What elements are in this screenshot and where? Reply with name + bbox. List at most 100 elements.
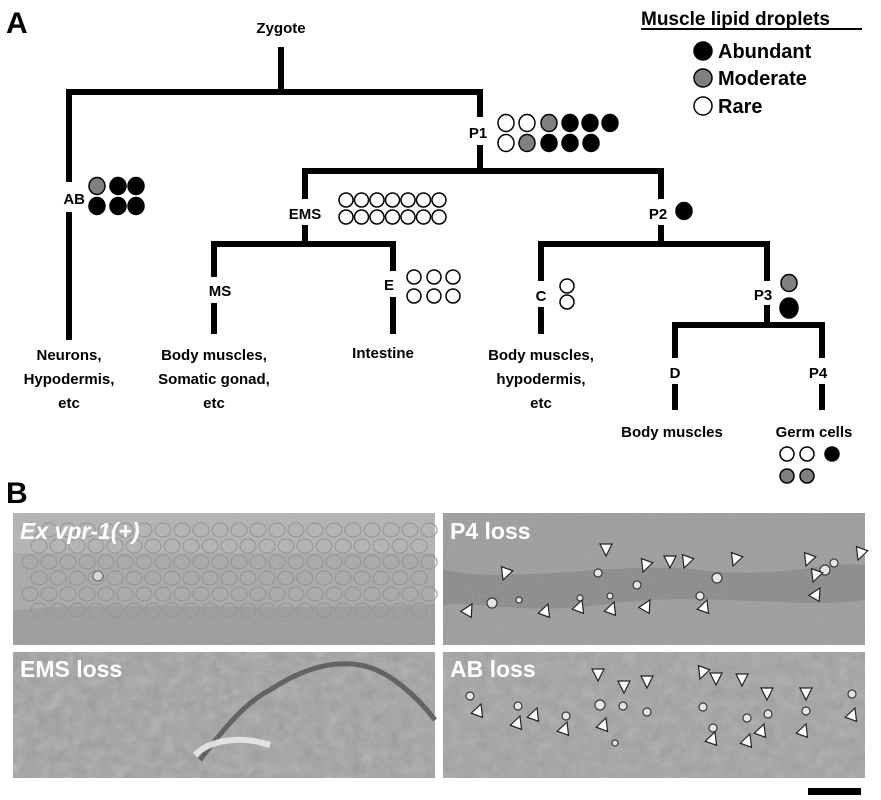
- moderate-droplet: [780, 273, 798, 293]
- legend-item-abundant: Abundant: [693, 41, 812, 63]
- p1-stem-bottom: [477, 145, 483, 173]
- micrograph-ems-loss: EMS loss: [13, 652, 437, 778]
- micrograph-ems-label: EMS loss: [20, 656, 122, 682]
- droplet-arrowhead: [803, 551, 817, 568]
- fate-c-line-2: hypodermis,: [496, 371, 585, 388]
- rare-droplet: [406, 288, 422, 304]
- lipid-droplet: [698, 702, 708, 712]
- rare-droplet: [779, 446, 795, 462]
- droplet-arrowhead: [470, 702, 484, 719]
- arrowhead-shape: [730, 551, 744, 568]
- fate-d-line-1: Body muscles: [621, 424, 723, 441]
- abundant-droplet: [675, 201, 693, 221]
- abundant-droplet: [582, 133, 600, 153]
- rare-droplet: [400, 192, 416, 208]
- droplet-arrowhead: [709, 672, 723, 687]
- arrowhead-shape: [760, 687, 774, 702]
- droplet-arrowhead: [807, 586, 821, 603]
- fate-p4-line-1: Germ cells: [776, 424, 853, 441]
- droplet-arrowhead: [799, 687, 813, 702]
- rare-droplet: [426, 269, 442, 285]
- arrowhead-shape: [795, 722, 809, 739]
- lipid-droplet: [829, 558, 839, 568]
- moderate-droplet: [88, 176, 106, 196]
- arrowhead-shape: [681, 553, 695, 570]
- micrograph-ab-loss: AB loss: [443, 652, 865, 778]
- p2-stem-bottom: [658, 225, 664, 247]
- rare-droplet: [518, 113, 536, 133]
- ems-stem-top: [302, 168, 308, 199]
- lipid-droplet: [618, 701, 628, 711]
- droplet-arrowhead: [855, 545, 869, 562]
- p2-bar: [538, 241, 770, 247]
- rare-droplet: [338, 192, 354, 208]
- moderate-droplet: [799, 468, 815, 484]
- d-stem-top: [672, 322, 678, 358]
- droplet-arrowhead: [697, 664, 711, 681]
- abundant-droplet: [581, 113, 599, 133]
- abundant-droplet: [601, 113, 619, 133]
- rare-droplet: [415, 209, 432, 225]
- moderate-droplet: [540, 113, 558, 133]
- droplet-arrowhead: [637, 598, 651, 615]
- droplets-ab: [88, 176, 145, 216]
- droplet-arrowhead: [696, 598, 710, 615]
- d-stem-bottom: [672, 384, 678, 410]
- ms-stem-bottom: [211, 303, 217, 334]
- rare-droplet: [799, 446, 815, 462]
- fate-ms-line-2: Somatic gonad,: [158, 371, 270, 388]
- rare-droplet: [400, 209, 416, 225]
- arrowhead-shape: [599, 543, 613, 558]
- arrowhead-shape: [526, 706, 540, 723]
- lipid-droplet: [561, 711, 571, 721]
- fate-ab-line-2: Hypodermis,: [24, 371, 115, 388]
- rare-droplet: [338, 209, 354, 225]
- lipid-droplet: [576, 594, 584, 602]
- moderate-swatch: [693, 68, 713, 88]
- zygote-stem: [278, 47, 284, 94]
- arrowhead-shape: [595, 716, 609, 733]
- lipid-droplet: [606, 592, 614, 600]
- lipid-droplet: [642, 707, 652, 717]
- droplet-arrowhead: [681, 553, 695, 570]
- fate-ms-line-3: etc: [203, 395, 225, 412]
- arrowhead-shape: [500, 565, 514, 582]
- p3-stem-bottom: [764, 305, 770, 328]
- node-d: D: [670, 365, 681, 382]
- fate-ab-line-1: Neurons,: [36, 347, 101, 364]
- arrowhead-shape: [640, 675, 654, 690]
- moderate-droplet: [779, 468, 795, 484]
- node-ms: MS: [209, 283, 232, 300]
- droplets-p1: [497, 113, 619, 153]
- droplet-arrowhead: [556, 720, 570, 737]
- p1-bar: [302, 168, 664, 174]
- arrowhead-shape: [735, 673, 749, 688]
- rare-droplet: [559, 294, 575, 310]
- arrowhead-shape: [855, 545, 869, 562]
- droplet-arrowhead: [640, 675, 654, 690]
- arrowhead-shape: [591, 668, 605, 683]
- abundant-droplet: [824, 446, 840, 462]
- rare-droplet: [497, 133, 515, 153]
- rare-droplet: [445, 288, 461, 304]
- rare-droplet: [353, 192, 370, 208]
- droplet-arrowhead: [810, 567, 824, 584]
- node-ems: EMS: [289, 206, 322, 223]
- droplet-arrowhead: [795, 722, 809, 739]
- droplet-arrowhead: [509, 714, 523, 731]
- droplet-arrowhead: [640, 557, 654, 574]
- arrowhead-shape: [799, 687, 813, 702]
- c-stem-top: [538, 241, 544, 281]
- arrowhead-shape: [663, 555, 677, 570]
- droplet-arrowhead: [704, 730, 718, 747]
- rare-droplet: [384, 209, 401, 225]
- abundant-droplet: [561, 133, 579, 153]
- node-p3: P3: [754, 287, 772, 304]
- moderate-droplet: [518, 133, 536, 153]
- abundant-droplet: [127, 176, 145, 196]
- lipid-droplet: [711, 572, 723, 584]
- scale-bar: [808, 788, 861, 795]
- legend-item-rare: Rare: [693, 96, 762, 118]
- droplet-arrowhead: [571, 598, 585, 615]
